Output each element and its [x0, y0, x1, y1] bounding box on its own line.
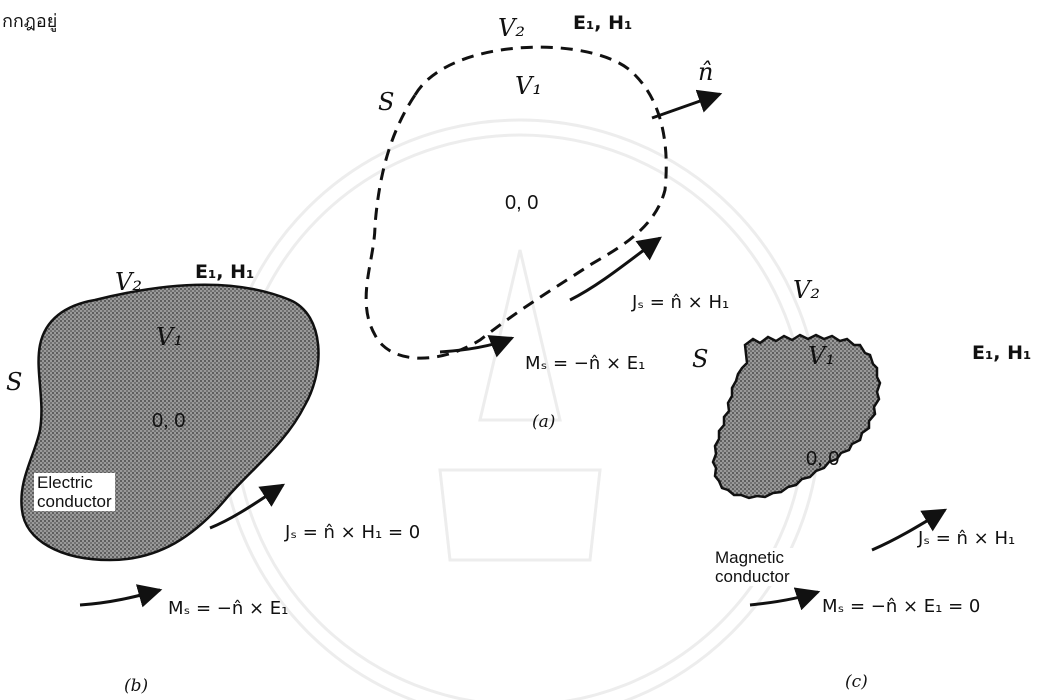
normal-vector-arrow: [651, 89, 723, 120]
ms-equation-a: Mₛ = −n̂ × E₁: [525, 353, 646, 374]
v1-label-b: V₁: [156, 323, 183, 351]
caption-b: (b): [124, 676, 149, 696]
fields-label-c: E₁, H₁: [972, 342, 1032, 364]
material-line2-b: conductor: [37, 492, 112, 511]
electric-conductor-label: Electric conductor: [34, 473, 115, 511]
material-line2-c: conductor: [715, 567, 790, 586]
js-equation-b: Jₛ = n̂ × H₁ = 0: [285, 522, 421, 543]
v2-label-a: V₂: [498, 14, 525, 42]
v2-label-c: V₂: [793, 276, 820, 304]
ms-arrow-a: [439, 335, 515, 358]
fields-label-a: E₁, H₁: [573, 12, 633, 34]
fields-label-b: E₁, H₁: [195, 261, 255, 283]
magnetic-conductor-body: [711, 333, 882, 500]
js-arrow-b: [209, 483, 286, 530]
js-equation-a: Jₛ = n̂ × H₁: [632, 292, 730, 313]
js-arrow-c: [871, 508, 948, 552]
js-arrow-a: [569, 236, 662, 302]
ms-arrow-b: [79, 584, 163, 608]
normal-label: n̂: [698, 58, 714, 86]
ms-equation-c: Mₛ = −n̂ × E₁ = 0: [822, 596, 981, 617]
ms-equation-b: Mₛ = −n̂ × E₁: [168, 598, 289, 619]
surface-label-a: S: [378, 88, 395, 116]
origin-label-a: 0, 0: [505, 192, 539, 214]
v1-label-c: V₁: [808, 342, 835, 370]
header-text: กกฎอยู่: [2, 11, 58, 32]
material-line1-c: Magnetic: [715, 548, 784, 567]
v1-label-a: V₁: [515, 72, 542, 100]
js-equation-c: Jₛ = n̂ × H₁: [918, 528, 1016, 549]
ms-arrow-c: [749, 587, 821, 611]
magnetic-conductor-label: Magnetic conductor: [712, 548, 793, 586]
caption-c: (c): [845, 672, 868, 692]
surface-label-b: S: [6, 368, 23, 396]
surface-a-dashed: [364, 45, 668, 360]
origin-label-b: 0, 0: [152, 410, 186, 432]
v2-label-b: V₂: [115, 268, 142, 296]
origin-label-c: 0, 0: [806, 448, 840, 470]
caption-a: (a): [532, 412, 556, 432]
surface-label-c: S: [692, 345, 709, 373]
material-line1-b: Electric: [37, 473, 93, 492]
